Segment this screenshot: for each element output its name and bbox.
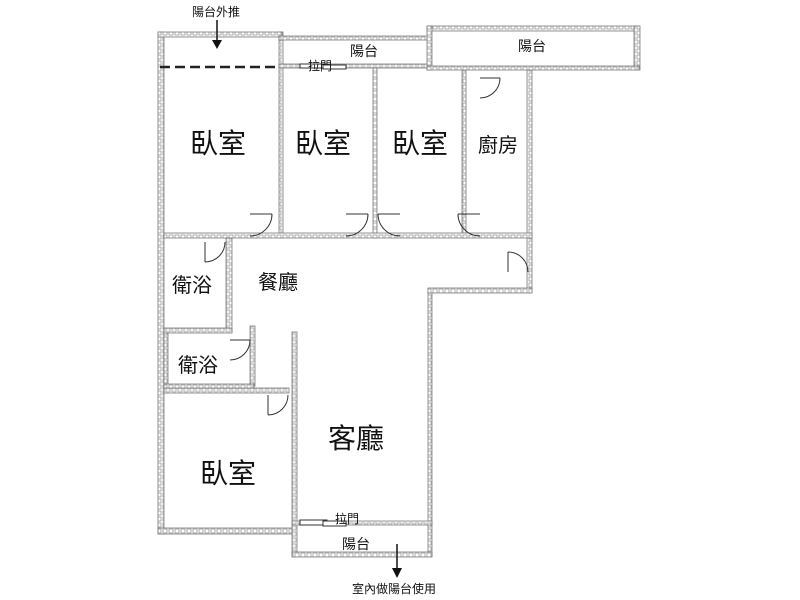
down-arrow-icon [392,544,402,578]
wall-segment [426,25,640,32]
sliding-door-bottom-label: 拉門 [335,512,360,526]
doors [204,63,529,527]
wall-segment [163,387,290,394]
wall-segment [249,325,256,387]
dining-room-label: 餐廳 [258,270,298,294]
wall-segment [163,332,169,389]
bathroom-1-label: 衛浴 [172,273,212,297]
wall-segment [526,67,533,293]
wall-segment [225,237,233,333]
swing-door-icon [479,77,501,99]
bedroom-2-label: 臥室 [295,127,352,160]
bedroom-3-label: 臥室 [392,127,449,160]
wall-segment [426,65,640,71]
wall-segment [633,25,641,71]
wall-segment [426,25,433,71]
living-room-label: 客廳 [328,422,385,455]
swing-door-icon [204,241,226,263]
sliding-door-top-label: 拉門 [308,59,333,73]
swing-door-icon [345,213,369,237]
bathroom-2-label: 衛浴 [178,353,218,377]
swing-door-icon [507,251,529,273]
wall-segment [163,327,233,334]
wall-segment [157,527,293,535]
balcony-top-right-label: 陽台 [518,39,546,55]
swing-door-icon [377,213,401,237]
sliding-door-icon [299,63,347,70]
wall-segment [461,67,467,239]
swing-door-icon [229,339,251,361]
wall-segment [291,520,433,526]
bedroom-1-label: 臥室 [190,127,247,160]
wall-segment [157,31,165,535]
wall-segment [372,67,378,239]
down-arrow-icon [212,20,222,49]
balcony-bottom-label: 陽台 [342,537,370,553]
sliding-door-icon [299,519,347,527]
swing-door-icon [457,213,481,237]
wall-segment [278,35,430,41]
swing-door-icon [267,394,289,416]
wall-segment [157,31,283,38]
balcony-enclosed-note: 陽台外推 [192,5,241,19]
swing-door-icon [249,213,273,237]
indoor-balcony-note: 室內做陽台使用 [352,582,437,596]
wall-segment [291,551,433,558]
wall-segment [278,31,284,239]
wall-segment [427,291,433,557]
kitchen-label: 廚房 [478,133,518,157]
wall-segment [427,287,533,294]
balcony-top-mid-label: 陽台 [350,44,378,60]
bedroom-4-label: 臥室 [200,457,257,490]
